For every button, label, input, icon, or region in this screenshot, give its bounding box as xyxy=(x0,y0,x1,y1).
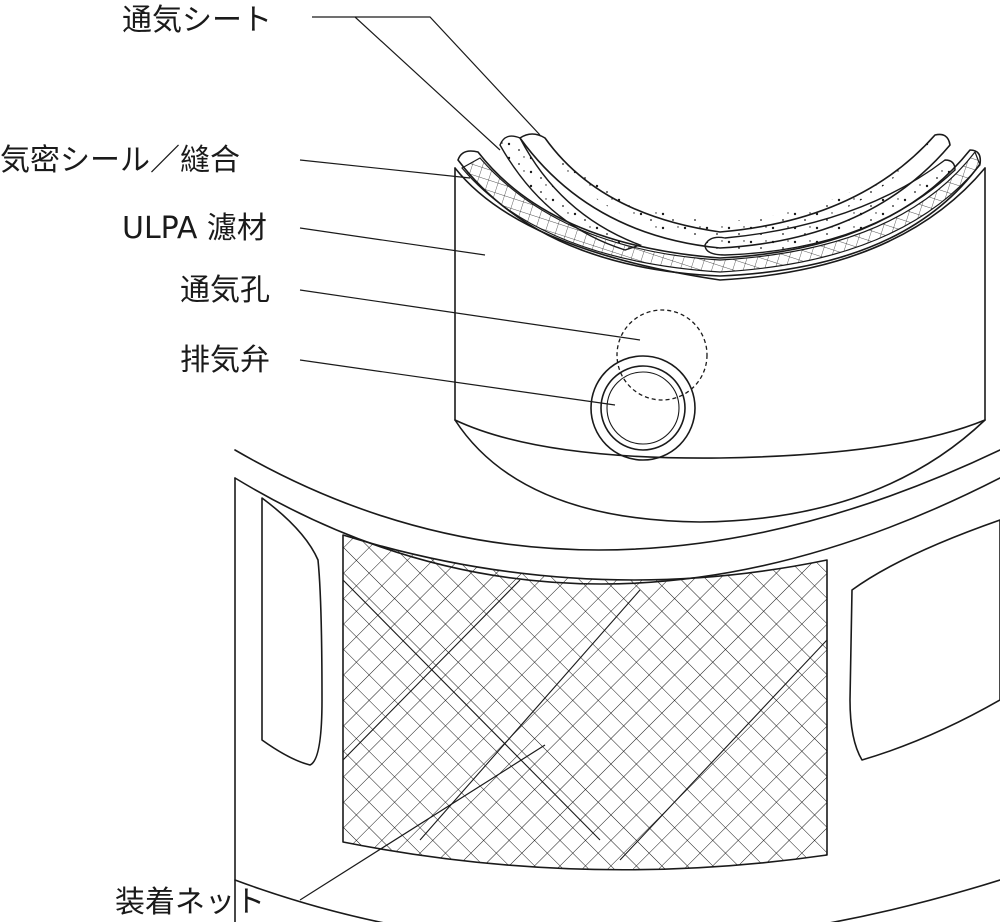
vent-sheet-pleat-right xyxy=(704,159,956,256)
label-exhaust-valve: 排気弁 xyxy=(180,343,270,378)
filter-body xyxy=(454,167,986,523)
vent-sheet-pleat-left xyxy=(499,135,643,251)
label-mounting-net: 装着ネット xyxy=(115,885,265,920)
label-vent-sheet: 通気シート xyxy=(122,3,272,38)
leader-lines xyxy=(299,16,641,901)
label-airtight-seal: 気密シール／縫合 xyxy=(0,143,240,178)
exhaust-valve xyxy=(590,355,696,461)
label-vent-hole: 通気孔 xyxy=(180,273,270,308)
vent-hole xyxy=(616,309,708,401)
mounting-band xyxy=(234,449,1000,922)
filter-layers xyxy=(457,133,982,277)
mounting-net xyxy=(342,534,828,871)
band-right-window xyxy=(849,519,1000,761)
band-left-window xyxy=(261,497,323,766)
label-ulpa-filter: ULPA 濾材 xyxy=(122,211,267,246)
